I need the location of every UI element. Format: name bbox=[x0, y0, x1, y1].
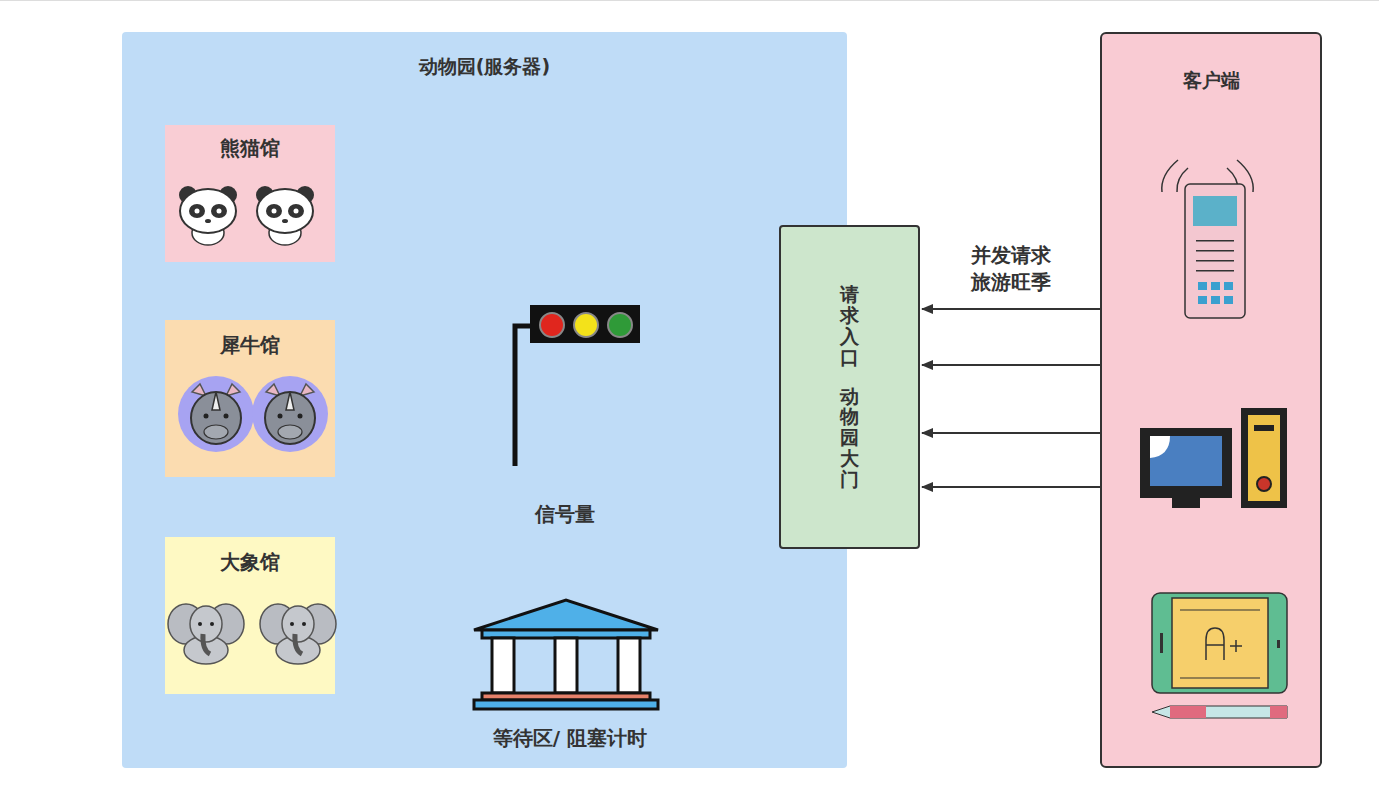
node-title: 大象馆 bbox=[165, 549, 335, 576]
node-title: 客户端 bbox=[1102, 68, 1320, 94]
traffic-light bbox=[515, 305, 640, 466]
request-arrow bbox=[922, 432, 1100, 434]
request-arrow bbox=[922, 486, 1100, 488]
client-panel: 客户端 bbox=[1100, 32, 1322, 768]
venue-box: 大象馆 bbox=[165, 537, 335, 694]
node-title: 熊猫馆 bbox=[165, 135, 335, 162]
gate-box: 请求入口动物园大门 bbox=[779, 225, 920, 549]
phone-icon bbox=[1162, 160, 1253, 318]
node-title: 犀牛馆 bbox=[165, 332, 335, 359]
caption-label: 等待区/ 阻塞计时 bbox=[493, 725, 647, 752]
request-arrow bbox=[922, 308, 1100, 310]
vertical-label: 动物园大门 bbox=[840, 386, 859, 490]
tablet-icon bbox=[1152, 593, 1287, 718]
request-arrow bbox=[922, 364, 1100, 366]
panda-icon bbox=[179, 186, 314, 245]
top-rule bbox=[0, 0, 1379, 1]
node-title: 动物园(服务器) bbox=[122, 54, 847, 80]
caption-label: 信号量 bbox=[535, 501, 595, 528]
rhino-icon bbox=[178, 376, 328, 452]
server-panel: 动物园(服务器) 熊猫馆犀牛馆大象馆 bbox=[122, 32, 847, 768]
venue-box: 熊猫馆 bbox=[165, 125, 335, 262]
vertical-label: 请求入口 bbox=[840, 284, 859, 368]
computer-icon bbox=[1140, 408, 1287, 508]
venue-box: 犀牛馆 bbox=[165, 320, 335, 477]
waiting-hall-icon bbox=[474, 600, 658, 709]
elephant-icon bbox=[168, 604, 336, 664]
edge-label: 并发请求 旅游旺季 bbox=[959, 242, 1063, 296]
